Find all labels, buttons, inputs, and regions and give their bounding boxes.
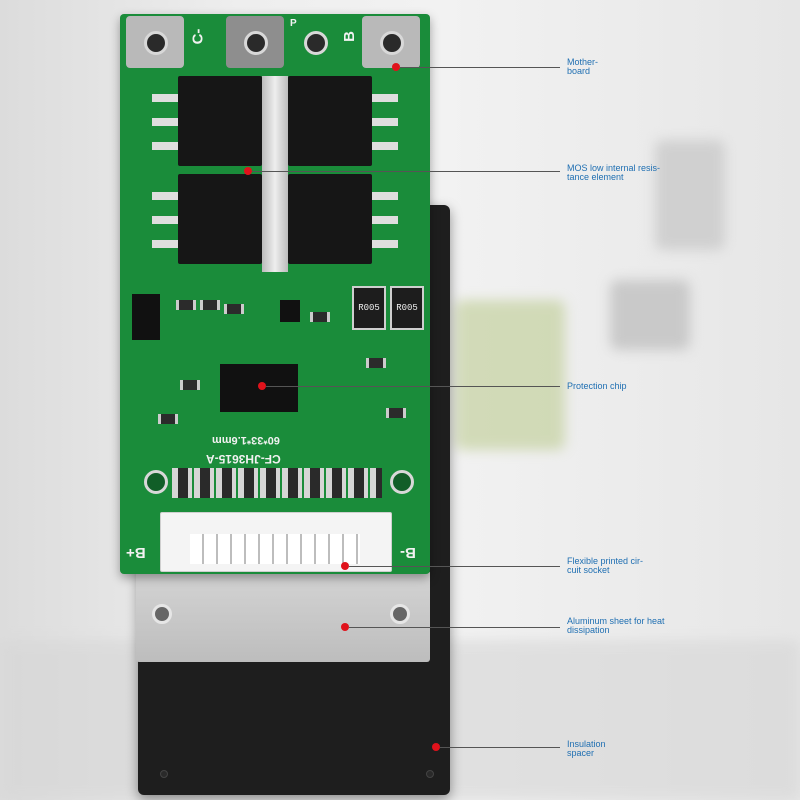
- label-c-minus: C-: [189, 28, 207, 45]
- marker-aluminum-sheet: [341, 623, 349, 631]
- terminal-hole: [244, 31, 268, 55]
- aluminum-screw: [152, 604, 172, 624]
- mosfet-lead: [152, 240, 178, 248]
- terminal-hole: [304, 31, 328, 55]
- board-model-silkscreen: CF-JH3615-A: [206, 452, 281, 466]
- mosfet: [288, 174, 372, 264]
- leader-line-mos: [252, 171, 560, 172]
- transistor: [132, 294, 160, 340]
- spacer-mount-hole: [160, 770, 168, 778]
- shunt-resistor: R005: [390, 286, 424, 330]
- background-picture-frame: [655, 140, 725, 250]
- mosfet: [288, 76, 372, 166]
- leader-line-motherboard: [400, 67, 560, 68]
- leader-line-protection-chip: [266, 386, 560, 387]
- transistor: [280, 300, 300, 322]
- mosfet-lead: [372, 142, 398, 150]
- mosfet: [178, 174, 262, 264]
- marker-protection-chip: [258, 382, 266, 390]
- balance-resistor-row: [172, 468, 382, 498]
- terminal-hole: [144, 31, 168, 55]
- mosfet-lead: [372, 216, 398, 224]
- smd-component: [310, 312, 330, 322]
- mosfet-lead: [372, 192, 398, 200]
- smd-component: [366, 358, 386, 368]
- smd-component: [158, 414, 178, 424]
- smd-component: [180, 380, 200, 390]
- marker-motherboard: [392, 63, 400, 71]
- board-size-silkscreen: 60*33*1.6mm: [212, 434, 280, 446]
- callout-motherboard: Mother-board: [567, 57, 599, 76]
- label-b: B: [340, 31, 358, 42]
- callout-insulation-spacer: Insulation spacer: [567, 739, 606, 758]
- background-picture-frame: [610, 280, 690, 350]
- mosfet-tab: [262, 76, 288, 272]
- callout-fpc-socket: Flexible printed cir-cuit socket: [567, 556, 644, 575]
- mosfet-lead: [152, 94, 178, 102]
- callout-aluminum-sheet: Aluminum sheet for heat dissipation: [567, 616, 665, 635]
- mosfet-lead: [152, 142, 178, 150]
- background-plant-blur: [455, 300, 565, 450]
- terminal-hole: [380, 31, 404, 55]
- fpc-socket-pins: [190, 534, 360, 564]
- smd-component: [386, 408, 406, 418]
- mosfet-lead: [152, 118, 178, 126]
- smd-component: [200, 300, 220, 310]
- aluminum-screw: [390, 604, 410, 624]
- leader-line-fpc-socket: [349, 566, 560, 567]
- leader-line-aluminum-sheet: [349, 627, 560, 628]
- motherboard-pcb: C- P B R005 R005: [120, 14, 430, 574]
- marker-fpc-socket: [341, 562, 349, 570]
- label-b-minus: B-: [400, 544, 416, 561]
- leader-line-insulation-spacer: [440, 747, 560, 748]
- label-p: P: [290, 18, 297, 29]
- board-mount-hole: [144, 470, 168, 494]
- mosfet-lead: [372, 240, 398, 248]
- marker-mos: [244, 167, 252, 175]
- marker-insulation-spacer: [432, 743, 440, 751]
- smd-component: [176, 300, 196, 310]
- mosfet-lead: [152, 216, 178, 224]
- label-b-plus: B+: [126, 544, 146, 561]
- mosfet-lead: [152, 192, 178, 200]
- mosfet-lead: [372, 118, 398, 126]
- aluminum-heat-sheet: [136, 570, 430, 662]
- spacer-mount-hole: [426, 770, 434, 778]
- callout-protection-chip: Protection chip: [567, 381, 627, 391]
- board-mount-hole: [390, 470, 414, 494]
- callout-mos: MOS low internal resis-tance element: [567, 163, 661, 182]
- smd-component: [224, 304, 244, 314]
- shunt-resistor: R005: [352, 286, 386, 330]
- mosfet: [178, 76, 262, 166]
- mosfet-lead: [372, 94, 398, 102]
